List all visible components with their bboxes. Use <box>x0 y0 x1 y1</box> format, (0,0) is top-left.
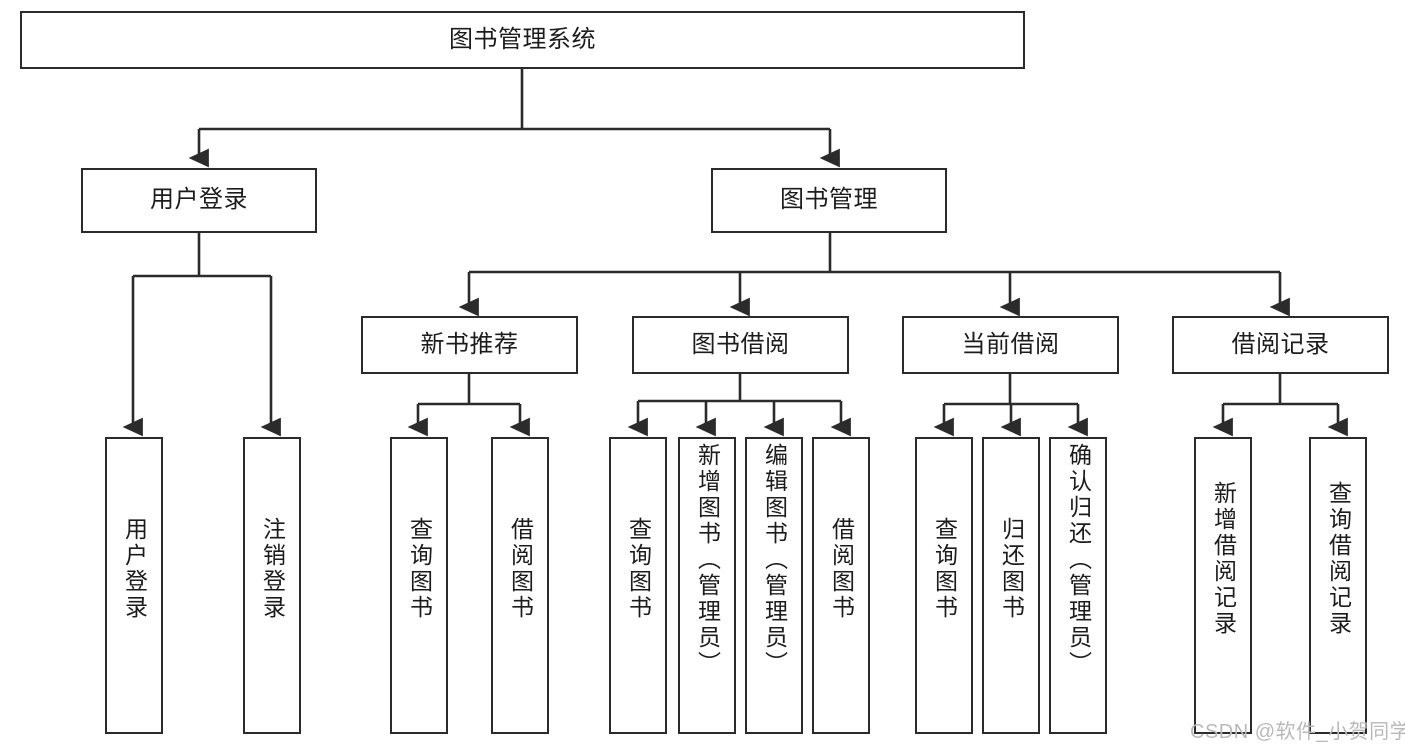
node-label: 确认归还（管理员） <box>1065 443 1092 677</box>
node-label: 借阅图书 <box>507 517 534 621</box>
node-label: 新书推荐 <box>420 330 519 358</box>
node-user-login[interactable]: 用户登录 <box>81 168 317 233</box>
leaf-book-borrow-borrow-book[interactable]: 借阅图书 <box>812 437 870 734</box>
node-label: 查询图书 <box>625 517 652 621</box>
node-borrow-record[interactable]: 借阅记录 <box>1172 316 1389 374</box>
node-label: 借阅图书 <box>828 517 855 621</box>
leaf-new-book-borrow-book[interactable]: 借阅图书 <box>491 437 549 734</box>
leaf-book-borrow-add-book-admin[interactable]: 新增图书（管理员） <box>678 437 736 734</box>
node-label: 注销登录 <box>259 517 286 621</box>
node-book-borrow[interactable]: 图书借阅 <box>632 316 849 374</box>
leaf-user-login-logout[interactable]: 注销登录 <box>243 437 301 734</box>
node-label: 图书管理 <box>780 186 878 214</box>
node-label: 新增图书（管理员） <box>694 443 721 677</box>
node-label: 当前借阅 <box>961 330 1060 358</box>
leaf-book-borrow-edit-book-admin[interactable]: 编辑图书（管理员） <box>745 437 803 734</box>
csdn-watermark: CSDN @软件_小贺同学 <box>1190 721 1405 743</box>
leaf-current-borrow-confirm-return-admin[interactable]: 确认归还（管理员） <box>1049 437 1107 734</box>
node-current-borrow[interactable]: 当前借阅 <box>902 316 1119 374</box>
node-label: 新增借阅记录 <box>1210 481 1237 637</box>
node-root-book-management-system[interactable]: 图书管理系统 <box>20 11 1025 69</box>
node-label: 编辑图书（管理员） <box>761 443 788 677</box>
leaf-user-login-login[interactable]: 用户登录 <box>105 437 163 734</box>
node-label: 图书借阅 <box>691 330 790 358</box>
leaf-current-borrow-return-book[interactable]: 归还图书 <box>982 437 1040 734</box>
leaf-borrow-record-query-record[interactable]: 查询借阅记录 <box>1309 437 1367 734</box>
node-label: 查询图书 <box>406 517 433 621</box>
node-label: 借阅记录 <box>1231 330 1330 358</box>
node-label: 用户登录 <box>121 517 148 621</box>
node-new-book-recommend[interactable]: 新书推荐 <box>361 316 578 374</box>
node-label: 查询图书 <box>931 517 958 621</box>
leaf-borrow-record-add-record[interactable]: 新增借阅记录 <box>1194 437 1252 734</box>
leaf-book-borrow-query-book[interactable]: 查询图书 <box>609 437 667 734</box>
node-label: 归还图书 <box>998 517 1025 621</box>
leaf-current-borrow-query-book[interactable]: 查询图书 <box>915 437 973 734</box>
leaf-new-book-query-book[interactable]: 查询图书 <box>390 437 448 734</box>
node-book-management[interactable]: 图书管理 <box>711 168 947 233</box>
node-label: 查询借阅记录 <box>1325 481 1352 637</box>
node-label: 用户登录 <box>150 186 248 214</box>
node-label: 图书管理系统 <box>449 25 596 53</box>
